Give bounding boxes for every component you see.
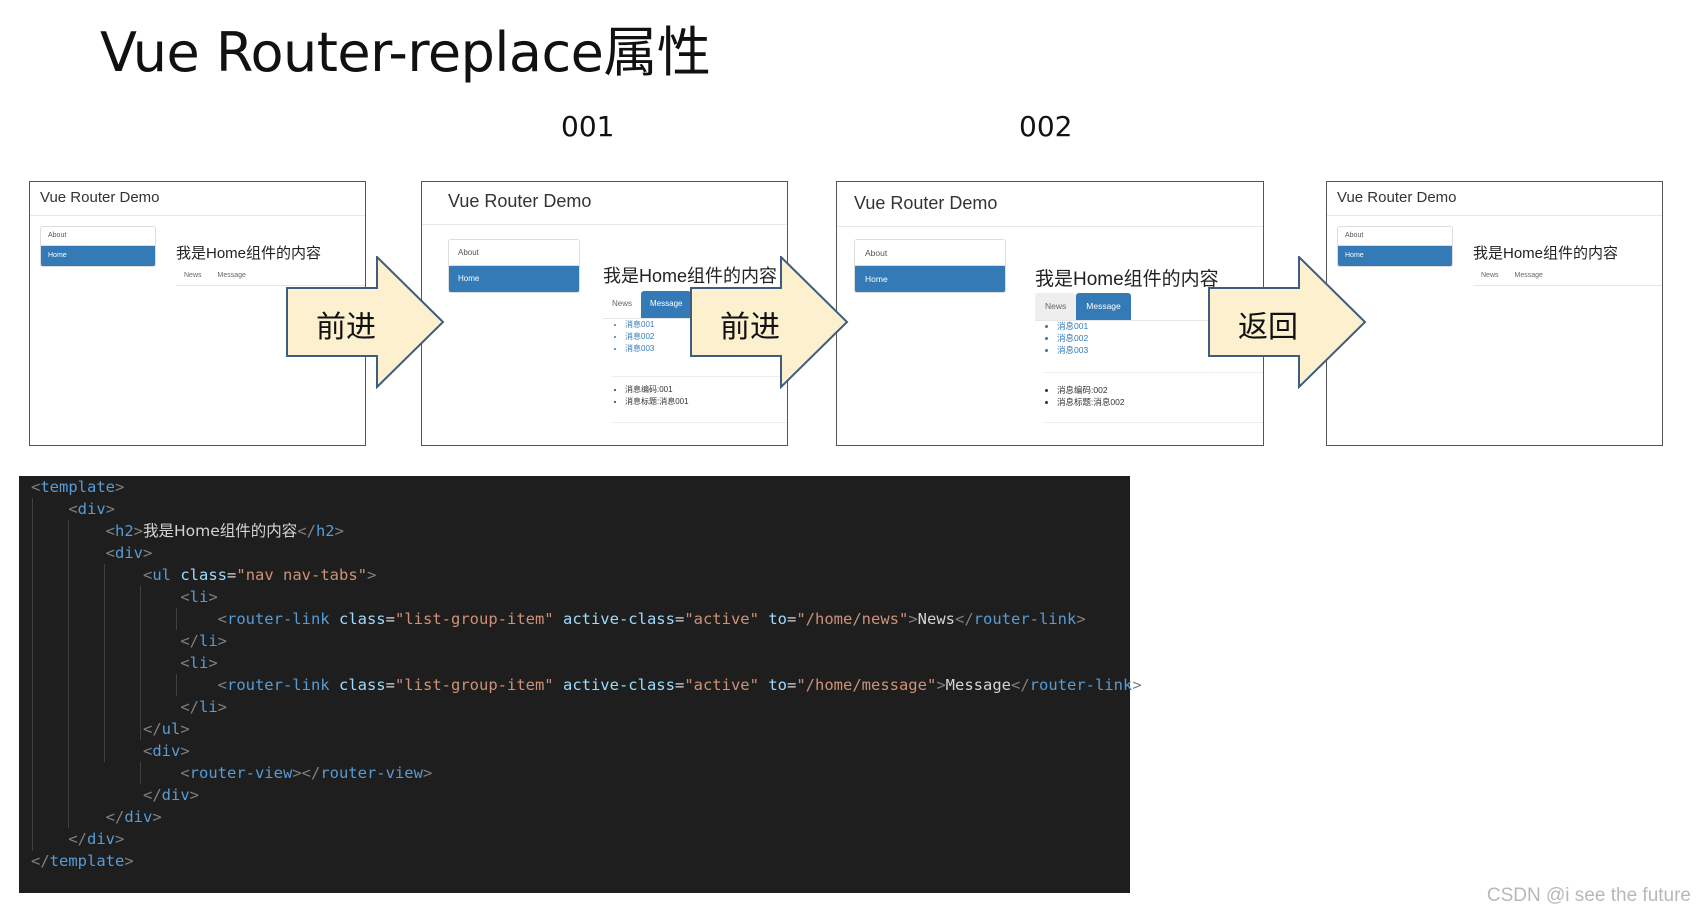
nav-item-about[interactable]: About: [41, 227, 155, 246]
code-line: <template>: [31, 478, 125, 496]
tab-news[interactable]: News: [184, 272, 202, 279]
indent-guide: [140, 586, 141, 740]
code-line: <ul class="nav nav-tabs">: [142, 566, 377, 584]
code-line: <h2>我是Home组件的内容</h2>: [105, 522, 344, 540]
message-link[interactable]: 消息001: [625, 319, 654, 331]
arrow-right-icon: [286, 256, 445, 389]
indent-guide: [140, 762, 141, 784]
tab-news[interactable]: News: [612, 299, 633, 308]
nav-list-group: About Home: [448, 239, 580, 293]
nav-item-about[interactable]: About: [449, 240, 579, 266]
code-line: <div>: [68, 500, 116, 518]
tab-message[interactable]: Message: [641, 291, 692, 318]
step-label-002: 002: [1019, 110, 1073, 143]
tab-news[interactable]: News: [1481, 272, 1499, 279]
watermark: CSDN @i see the future: [1486, 885, 1691, 906]
indent-guide: [68, 520, 69, 828]
message-list: 消息001 消息002 消息003: [611, 319, 654, 355]
demo-panel-home-back: Vue Router Demo About Home 我是Home组件的内容 N…: [1326, 181, 1663, 446]
message-link[interactable]: 消息003: [625, 343, 654, 355]
panel-header: Vue Router Demo: [422, 182, 787, 225]
code-line: </div>: [142, 786, 199, 804]
code-line: <router-view></router-view>: [180, 764, 433, 782]
message-detail: 消息编码:001 消息标题:消息001: [611, 376, 787, 423]
nav-list-group: About Home: [854, 239, 1006, 293]
tab-message[interactable]: Message: [1514, 272, 1543, 279]
code-line: </li>: [180, 698, 227, 716]
nav-tabs: News Message: [176, 268, 365, 286]
code-line: <div>: [105, 544, 153, 562]
home-heading: 我是Home组件的内容: [176, 245, 322, 262]
detail-title: 消息标题:消息001: [625, 396, 787, 408]
forward-arrow-1: 前进: [286, 256, 446, 389]
panel-header-title: Vue Router Demo: [40, 189, 160, 206]
panel-header: Vue Router Demo: [1327, 182, 1662, 216]
tab-news[interactable]: News: [1035, 293, 1077, 320]
nav-item-about[interactable]: About: [855, 240, 1005, 266]
arrow-label: 返回: [1238, 310, 1298, 345]
message-list: 消息001 消息002 消息003: [1043, 320, 1088, 356]
nav-list-group: About Home: [40, 226, 156, 267]
nav-item-home[interactable]: Home: [41, 246, 155, 266]
code-line: <li>: [180, 654, 218, 672]
panel-header-title: Vue Router Demo: [448, 191, 592, 211]
indent-guide: [176, 674, 177, 696]
panel-header: Vue Router Demo: [30, 182, 365, 216]
arrow-right-icon: [690, 256, 849, 389]
arrow-label: 前进: [316, 310, 376, 345]
nav-item-about[interactable]: About: [1338, 227, 1452, 246]
panel-header: Vue Router Demo: [837, 182, 1263, 227]
nav-item-home[interactable]: Home: [1338, 246, 1452, 266]
arrow-label: 前进: [720, 310, 780, 345]
message-link[interactable]: 消息001: [1057, 320, 1088, 332]
message-link[interactable]: 消息002: [1057, 332, 1088, 344]
slide-title: Vue Router-replace属性: [100, 21, 711, 84]
code-line: <router-link class="list-group-item" act…: [217, 610, 1086, 628]
nav-item-home[interactable]: Home: [855, 266, 1005, 292]
code-line: <div>: [142, 742, 190, 760]
indent-guide: [104, 564, 105, 762]
home-heading: 我是Home组件的内容: [1035, 269, 1219, 290]
code-line: </template>: [31, 852, 134, 870]
nav-tabs: News Message: [1035, 293, 1263, 321]
message-detail: 消息编码:002 消息标题:消息002: [1043, 372, 1263, 423]
indent-guide: [32, 498, 33, 851]
code-line: <li>: [180, 588, 218, 606]
code-editor: <template> <div> <h2>我是Home组件的内容</h2> <d…: [19, 476, 1142, 893]
tab-message[interactable]: Message: [217, 272, 246, 279]
home-heading: 我是Home组件的内容: [1473, 245, 1619, 262]
detail-id: 消息编码:002: [1057, 384, 1263, 396]
forward-arrow-2: 前进: [690, 256, 850, 389]
demo-panel-message-002: Vue Router Demo About Home 我是Home组件的内容 N…: [836, 181, 1264, 446]
code-line: </div>: [105, 808, 162, 826]
home-heading: 我是Home组件的内容: [603, 266, 778, 286]
nav-item-home[interactable]: Home: [449, 266, 579, 292]
code-line: </li>: [180, 632, 227, 650]
code-line: <router-link class="list-group-item" act…: [217, 676, 1142, 694]
code-line: </ul>: [142, 720, 190, 738]
message-link[interactable]: 消息003: [1057, 344, 1088, 356]
nav-list-group: About Home: [1337, 226, 1453, 267]
arrow-right-icon: [1208, 256, 1367, 389]
detail-title: 消息标题:消息002: [1057, 396, 1263, 408]
nav-tabs: News Message: [1473, 268, 1662, 286]
panel-header-title: Vue Router Demo: [854, 193, 998, 213]
detail-id: 消息编码:001: [625, 384, 787, 396]
indent-guide: [176, 608, 177, 630]
tab-message[interactable]: Message: [1076, 293, 1131, 320]
step-label-001: 001: [561, 110, 615, 143]
panel-header-title: Vue Router Demo: [1337, 189, 1457, 206]
message-link[interactable]: 消息002: [625, 331, 654, 343]
back-arrow: 返回: [1208, 256, 1368, 389]
code-line: </div>: [68, 830, 125, 848]
